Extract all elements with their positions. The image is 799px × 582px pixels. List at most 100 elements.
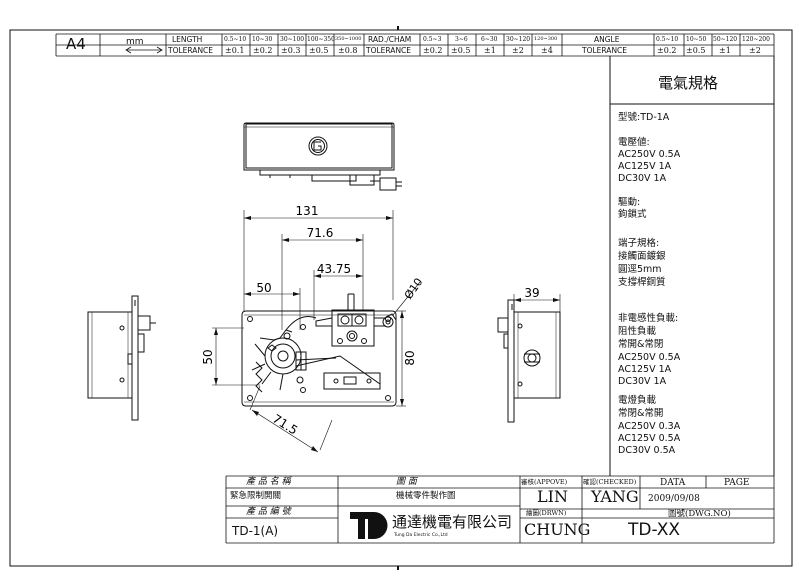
checker-name: YANG bbox=[591, 487, 639, 506]
angle-tol-3: ±1 bbox=[719, 46, 731, 55]
angle-label: ANGLE bbox=[594, 35, 620, 44]
tolerance-table bbox=[55, 33, 775, 57]
rad-tol-4: ±2 bbox=[512, 46, 524, 55]
drawing-value: 機械零件製作圖 bbox=[396, 491, 456, 501]
angle-range-2: 10~50 bbox=[686, 36, 707, 43]
spec-resistive-2: AC125V 1A bbox=[618, 364, 672, 375]
product-no-label: 產 品 編 號 bbox=[246, 507, 291, 517]
spec-terminal-2: 圓逕5mm bbox=[618, 264, 662, 275]
top-view bbox=[243, 122, 402, 191]
data-label: DATA bbox=[660, 478, 686, 488]
rad-range-5: 120~300 bbox=[534, 36, 558, 42]
length-range-3: 30~100 bbox=[280, 36, 305, 43]
approve-label: 審核(APPOVE) bbox=[521, 478, 568, 486]
dim-phi10: Ø10 bbox=[402, 276, 426, 302]
company-name-en: Tung Da Electric Co.,Ltd bbox=[394, 533, 448, 538]
spec-resistive-3: DC30V 1A bbox=[618, 376, 667, 387]
rad-tolerance-label: TOLERANCE bbox=[366, 46, 412, 55]
angle-tol-2: ±0.5 bbox=[686, 46, 706, 55]
dimension-lines bbox=[212, 210, 561, 453]
drawing-label: 圖 面 bbox=[396, 477, 417, 487]
length-tolerance-label: TOLERANCE bbox=[168, 46, 214, 55]
spec-resistive-1: AC250V 0.5A bbox=[618, 352, 681, 363]
rad-range-2: 3~6 bbox=[455, 36, 468, 43]
spec-lamp-2: AC125V 0.5A bbox=[618, 433, 681, 444]
length-tol-4: ±0.5 bbox=[309, 46, 329, 55]
right-side-view bbox=[497, 299, 561, 423]
angle-tol-4: ±2 bbox=[749, 46, 761, 55]
product-name: 緊急限制開關 bbox=[230, 491, 282, 501]
spec-lamp-1: AC250V 0.3A bbox=[618, 421, 681, 432]
company-logo bbox=[350, 512, 388, 539]
dim-39: 39 bbox=[524, 286, 539, 300]
left-side-view bbox=[87, 295, 156, 421]
length-range-4: 100~350 bbox=[307, 36, 335, 43]
outer-frame bbox=[9, 29, 793, 567]
length-tol-3: ±0.3 bbox=[281, 46, 301, 55]
spec-terminal-1: 接觸面鍍銀 bbox=[618, 251, 666, 262]
rad-tol-3: ±1 bbox=[484, 46, 496, 55]
dwg-no-label: 圖號(DWG.NO) bbox=[668, 509, 731, 519]
spec-noninductive-title: 非電感性負載: bbox=[618, 313, 679, 324]
rad-range-3: 6~30 bbox=[481, 36, 498, 43]
angle-tolerance-label: TOLERANCE bbox=[582, 46, 628, 55]
rad-range-1: 0.5~3 bbox=[423, 36, 442, 43]
angle-range-1: 0.5~10 bbox=[656, 36, 679, 43]
length-label: LENGTH bbox=[172, 35, 203, 44]
company-name-cn: 通達機電有限公司 bbox=[392, 513, 513, 531]
dim-50-left: 50 bbox=[201, 349, 215, 364]
title-block bbox=[225, 475, 775, 544]
rad-label: RAD./CHAM bbox=[368, 35, 412, 44]
angle-tol-1: ±0.2 bbox=[657, 46, 677, 55]
spec-lamp-3: DC30V 0.5A bbox=[618, 445, 676, 456]
length-tol-1: ±0.1 bbox=[225, 46, 245, 55]
checked-label: 確認(CHECKED) bbox=[583, 478, 637, 486]
paper-size: A4 bbox=[66, 35, 86, 53]
spec-resistive-title: 阻性負載 bbox=[618, 326, 657, 337]
spec-terminal-3: 支撐桿銅質 bbox=[618, 277, 666, 288]
dim-80: 80 bbox=[403, 350, 417, 365]
front-view bbox=[241, 293, 397, 407]
dwg-no: TD-XX bbox=[628, 520, 681, 540]
drawer-name: CHUNG bbox=[524, 520, 591, 539]
approver-name: LIN bbox=[537, 487, 568, 506]
rad-tol-1: ±0.2 bbox=[423, 46, 443, 55]
rad-tol-2: ±0.5 bbox=[451, 46, 471, 55]
rad-range-4: 30~120 bbox=[506, 36, 531, 43]
rad-tol-5: ±4 bbox=[541, 46, 553, 55]
spec-lamp-title: 電燈負載 bbox=[618, 395, 657, 406]
dim-71-5: 71.5 bbox=[270, 412, 300, 438]
spec-model: 型號:TD-1A bbox=[618, 112, 670, 123]
spec-resistive-sub: 常開&常閉 bbox=[618, 339, 664, 350]
length-range-5: 350~1000 bbox=[335, 36, 362, 42]
spec-drive-title: 驅動: bbox=[618, 197, 641, 208]
spec-rating-2: AC125V 1A bbox=[618, 161, 672, 172]
length-tol-5: ±0.8 bbox=[338, 46, 358, 55]
dim-43-75: 43.75 bbox=[317, 262, 351, 276]
spec-drive-value: 鉤鎖式 bbox=[618, 209, 647, 220]
angle-range-4: 120~200 bbox=[742, 36, 770, 43]
page-label: PAGE bbox=[724, 478, 750, 488]
dimension-arrows bbox=[214, 216, 560, 452]
spec-panel bbox=[609, 56, 775, 476]
dim-50-top: 50 bbox=[256, 281, 271, 295]
angle-range-3: 50~120 bbox=[713, 36, 738, 43]
spec-lamp-sub: 常閉&常開 bbox=[618, 408, 664, 419]
spec-rating-title: 電壓値: bbox=[618, 137, 650, 148]
length-range-2: 10~30 bbox=[252, 36, 273, 43]
unit-label: mm bbox=[126, 37, 144, 47]
spec-rating-1: AC250V 0.5A bbox=[618, 149, 681, 160]
drawing-date: 2009/09/08 bbox=[648, 494, 700, 504]
product-no: TD-1(A) bbox=[232, 524, 279, 538]
spec-terminal-title: 端子規格: bbox=[618, 238, 660, 249]
dim-131: 131 bbox=[296, 204, 319, 218]
spec-title: 電氣規格 bbox=[658, 74, 719, 92]
dim-71-6: 71.6 bbox=[307, 226, 334, 240]
drawn-label: 繪圖(DRWN) bbox=[526, 509, 567, 517]
length-range-1: 0.5~10 bbox=[224, 36, 247, 43]
length-tol-2: ±0.2 bbox=[253, 46, 273, 55]
spec-rating-3: DC30V 1A bbox=[618, 173, 667, 184]
product-name-label: 產 品 名 稱 bbox=[246, 477, 291, 487]
